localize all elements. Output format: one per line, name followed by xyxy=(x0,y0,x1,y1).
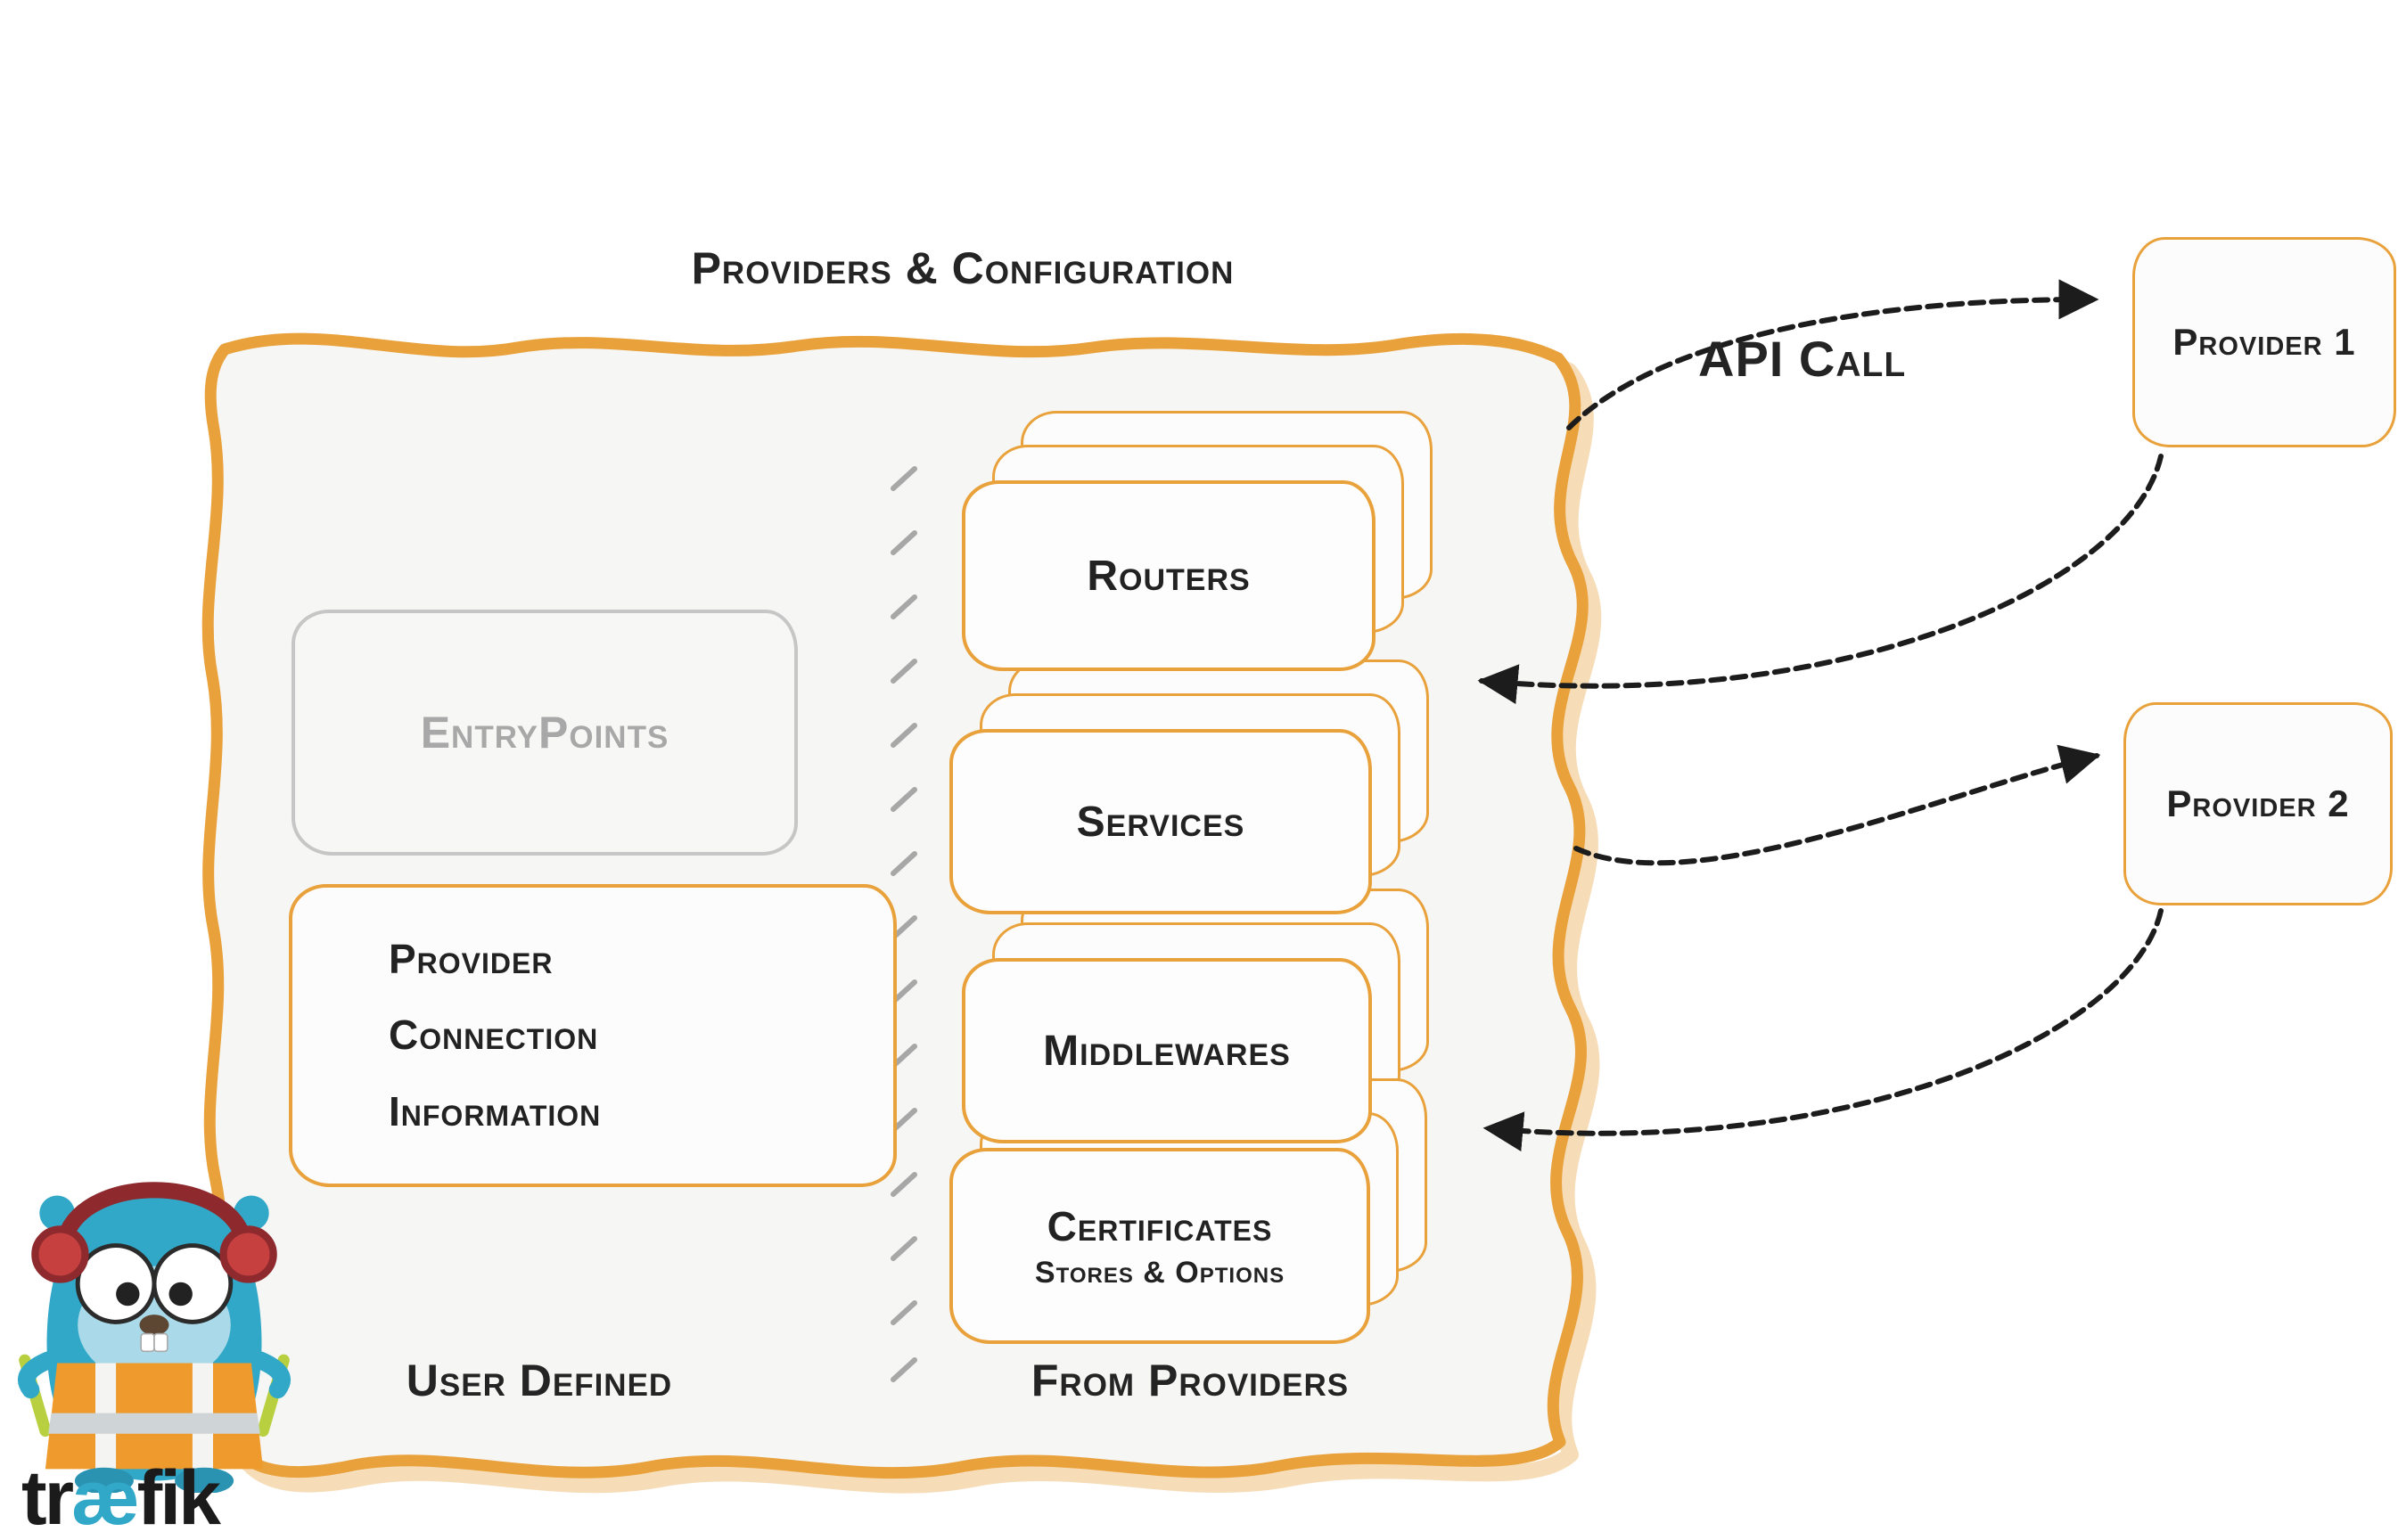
arrow-api-call-to-provider1 xyxy=(1566,279,2099,430)
from-providers-caption: From Providers xyxy=(1031,1356,1350,1405)
certificates-subtitle: Stores & Options xyxy=(1034,1255,1285,1290)
middlewares-box: Middlewares xyxy=(962,958,1372,1143)
arrow-provider1-to-panel xyxy=(1477,454,2164,705)
arrow-provider2-to-panel xyxy=(1482,908,2164,1152)
traefik-gopher-logo-icon xyxy=(18,1182,291,1493)
provider-2-box: Provider 2 xyxy=(2123,702,2393,905)
middlewares-label: Middlewares xyxy=(1043,1027,1291,1075)
api-call-label: API Call xyxy=(1698,331,1907,387)
provider-1-label: Provider 1 xyxy=(2172,321,2356,363)
provider-connection-line-2: Connection xyxy=(389,1012,599,1059)
arrows xyxy=(1477,279,2164,1152)
services-label: Services xyxy=(1076,798,1245,846)
wordmark-part-tr: tr xyxy=(21,1455,74,1540)
entrypoints-label: EntryPoints xyxy=(420,708,669,758)
certificates-title: Certificates xyxy=(1047,1202,1273,1249)
provider-1-box: Provider 1 xyxy=(2132,237,2396,447)
user-defined-caption: User Defined xyxy=(406,1356,673,1405)
provider-connection-line-3: Information xyxy=(389,1087,602,1135)
column-divider xyxy=(891,466,917,1382)
traefik-wordmark: træfik xyxy=(21,1460,221,1536)
provider-connection-line-1: Provider xyxy=(389,936,554,983)
provider-connection-box: Provider Connection Information xyxy=(289,884,897,1187)
services-box: Services xyxy=(949,729,1372,914)
routers-label: Routers xyxy=(1087,552,1251,600)
provider-2-label: Provider 2 xyxy=(2166,782,2350,824)
entrypoints-box: EntryPoints xyxy=(292,610,798,856)
arrow-panel-to-provider2 xyxy=(1573,744,2101,866)
certificates-box: Certificates Stores & Options xyxy=(949,1148,1370,1344)
wordmark-part-fik: fik xyxy=(136,1455,221,1540)
diagram-title: Providers & Configuration xyxy=(691,243,1235,293)
routers-box: Routers xyxy=(962,480,1376,671)
wordmark-part-ae: æ xyxy=(71,1455,139,1540)
